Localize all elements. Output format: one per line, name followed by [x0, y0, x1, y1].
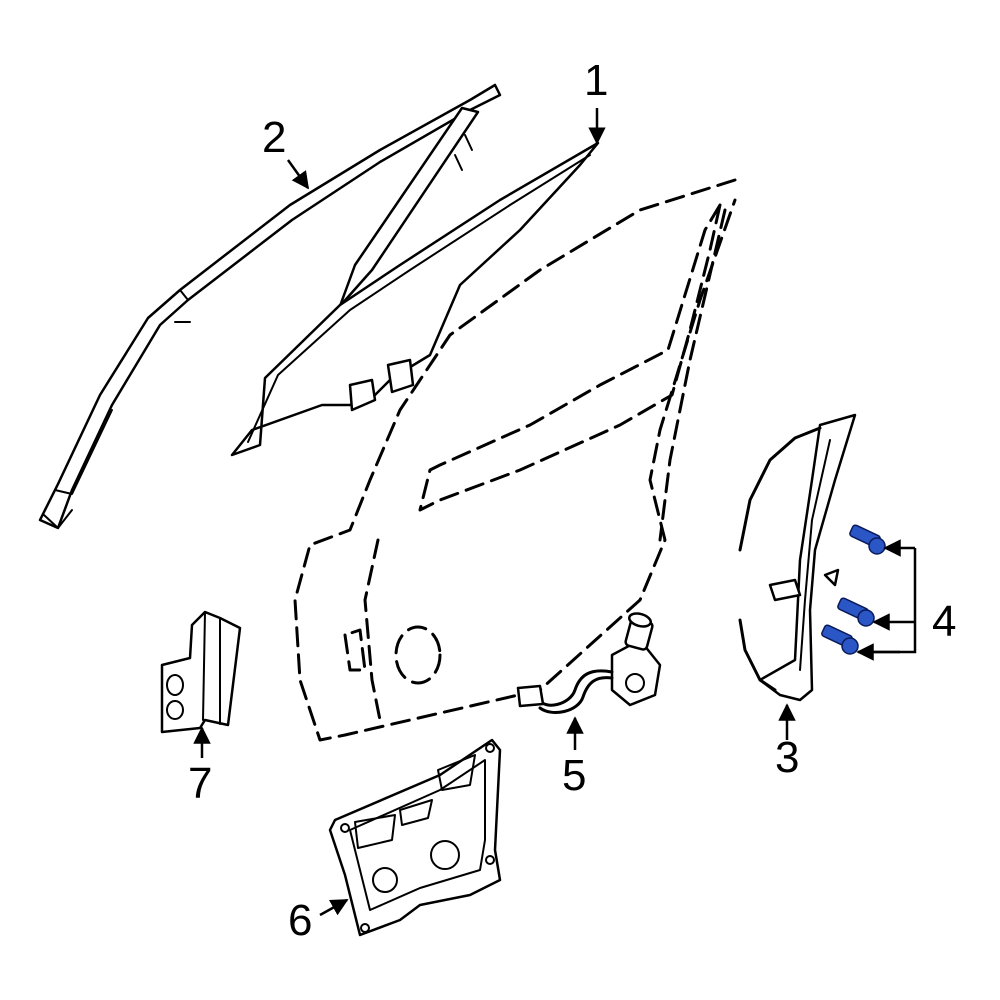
door-shell-outline — [293, 178, 737, 742]
window-motor[interactable] — [516, 611, 662, 714]
glass-run-channel[interactable] — [38, 83, 502, 530]
callout-1: 1 — [584, 56, 608, 105]
window-regulator[interactable] — [738, 413, 857, 702]
callout-5: 5 — [562, 751, 586, 800]
callout-3: 3 — [775, 733, 799, 782]
bolt-icon — [849, 524, 886, 555]
bolt-icon — [837, 597, 875, 627]
door-glass[interactable] — [230, 141, 600, 457]
callout-leaders — [193, 108, 917, 917]
door-bracket[interactable] — [160, 610, 242, 734]
regulator-bolts[interactable] — [821, 524, 886, 655]
bolt-icon — [821, 624, 859, 655]
callout-6: 6 — [288, 896, 312, 945]
callout-2: 2 — [262, 113, 286, 162]
regulator-carrier-panel[interactable] — [328, 738, 502, 937]
callout-7: 7 — [188, 759, 212, 808]
callout-4: 4 — [932, 597, 956, 646]
